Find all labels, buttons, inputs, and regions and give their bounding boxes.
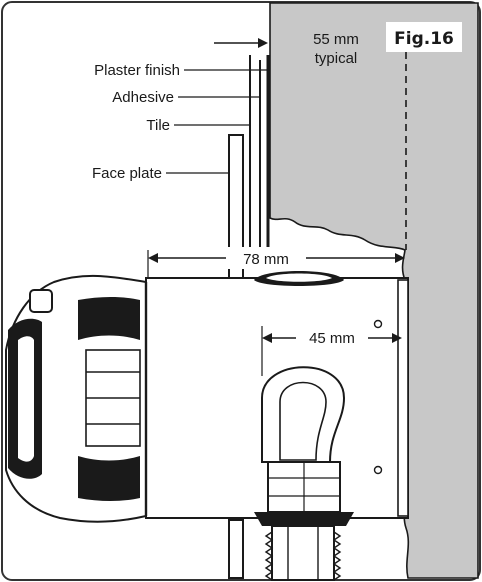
dim-45-label: 45 mm bbox=[309, 330, 355, 347]
dim-45-arrow-right bbox=[392, 333, 402, 343]
screw-bottom bbox=[373, 465, 383, 475]
dim-78-label: 78 mm bbox=[243, 251, 289, 268]
handle-rib-top bbox=[78, 297, 140, 340]
body-flange bbox=[397, 279, 409, 517]
face-plate-lower bbox=[228, 519, 244, 579]
stem-threads-right bbox=[332, 531, 342, 581]
face-plate-label: Face plate bbox=[92, 165, 162, 182]
stem-threads-left bbox=[264, 531, 274, 581]
handle-rib-bottom bbox=[78, 456, 140, 501]
handle-cap bbox=[29, 289, 53, 313]
dim-78-label-bg bbox=[228, 247, 304, 269]
stem-base bbox=[254, 512, 354, 526]
elbow-inner bbox=[279, 381, 327, 461]
dim-45-arrow-left bbox=[262, 333, 272, 343]
top-port-inner bbox=[266, 273, 332, 282]
plaster-finish-label: Plaster finish bbox=[94, 62, 180, 79]
dim-78-arrow-left bbox=[148, 253, 158, 263]
dim-78-arrow-right bbox=[395, 253, 405, 263]
handle-grip-highlight bbox=[18, 336, 34, 462]
wall-depth-label-line2: typical bbox=[315, 50, 358, 67]
elbow-pipe bbox=[261, 366, 346, 463]
figure-label: Fig.16 bbox=[394, 29, 454, 49]
surface-arrowhead bbox=[258, 38, 268, 48]
adhesive-label: Adhesive bbox=[112, 89, 174, 106]
wall-depth-label-line1: 55 mm bbox=[313, 31, 359, 48]
figure-label-box bbox=[386, 22, 462, 52]
screw-top bbox=[373, 319, 383, 329]
threaded-stem bbox=[271, 525, 335, 581]
tile-label: Tile bbox=[146, 117, 170, 134]
